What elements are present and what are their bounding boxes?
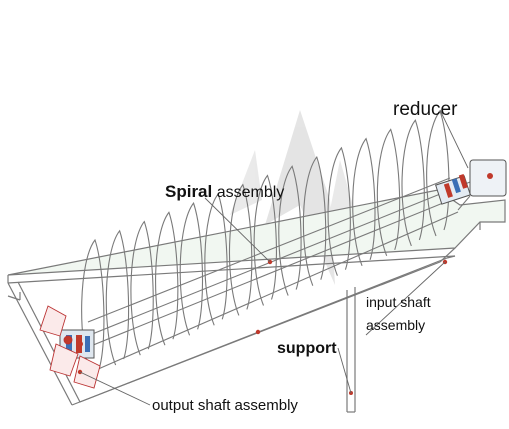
spiral-blade [228, 183, 253, 316]
reducer-drawing [435, 159, 507, 211]
spiral-blade [204, 192, 228, 326]
spiral-blade [130, 220, 154, 356]
spiral-blade [376, 128, 401, 257]
spiral-blade [327, 146, 351, 276]
support-label: support [277, 340, 337, 357]
reducer-label: reducer [393, 99, 458, 120]
spiral-assembly-label: Spiral assembly [165, 182, 284, 202]
spiral-blade [253, 174, 277, 306]
assembly-word: assembly [216, 184, 285, 201]
spiral-blades [81, 109, 450, 376]
spiral-blade [278, 165, 302, 296]
spiral-blade [105, 229, 130, 366]
spiral-blade [179, 202, 204, 336]
spiral-blade [352, 137, 376, 266]
support-column [346, 287, 356, 413]
spiral-blade [302, 155, 327, 286]
output-shaft-assembly-label: output shaft assembly [152, 397, 298, 414]
spiral-blade [155, 211, 179, 346]
spiral-word: Spiral [165, 182, 213, 201]
leader-lines [79, 109, 469, 406]
input-shaft-line2: assembly [366, 317, 426, 333]
input-shaft-assembly-label: input shaft assembly [366, 291, 431, 337]
spiral-blade [401, 119, 425, 247]
input-shaft-line1: input shaft [366, 294, 431, 310]
paddle-wheel [39, 305, 101, 389]
